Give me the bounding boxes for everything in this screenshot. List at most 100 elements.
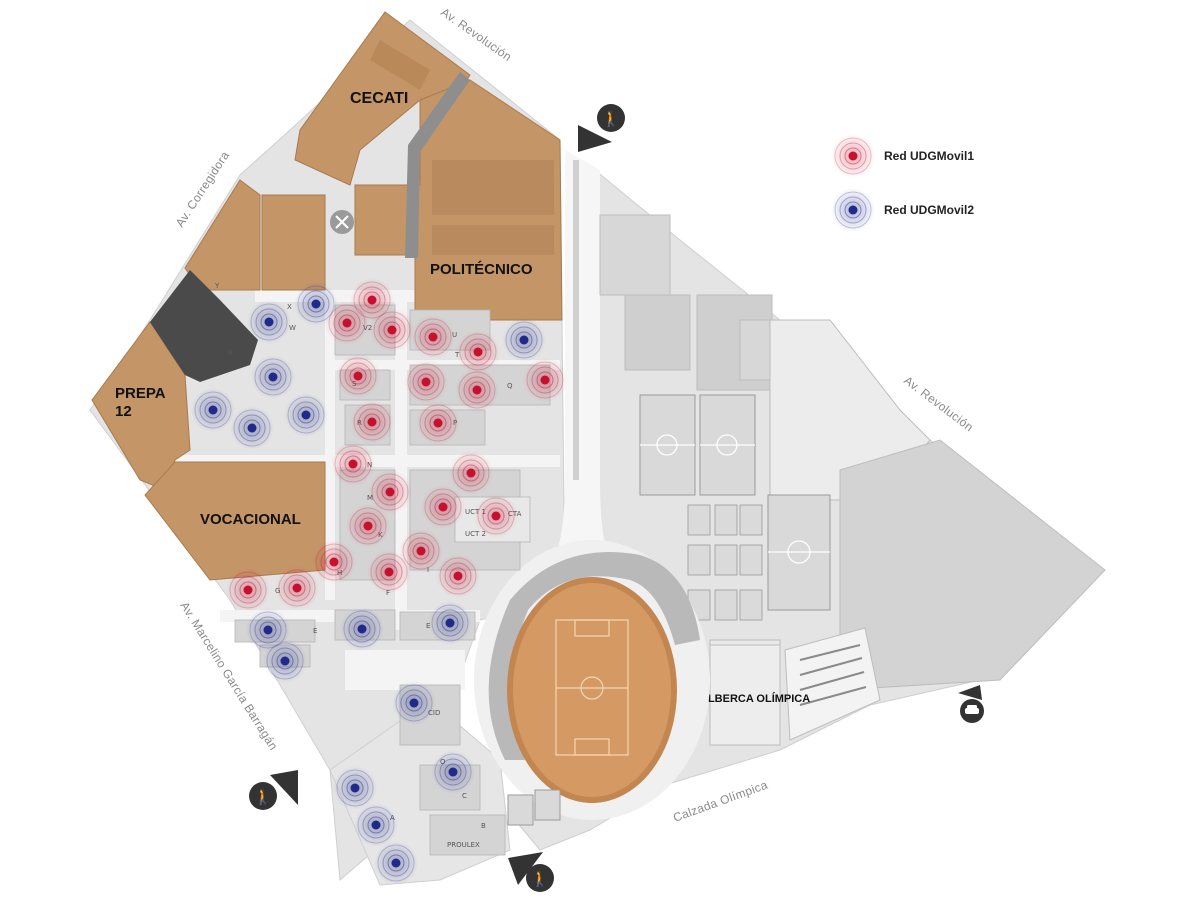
wifi-icon <box>416 546 426 556</box>
wifi-icon <box>264 317 274 327</box>
bldg-cid: CID <box>428 709 440 717</box>
wifi-hotspot <box>331 442 375 486</box>
politecnico-label: POLITÉCNICO <box>430 261 533 278</box>
wifi-icon <box>540 375 550 385</box>
wifi-icon <box>385 487 395 497</box>
wifi-icon <box>384 567 394 577</box>
wifi-icon <box>280 656 290 666</box>
wifi-hotspot <box>392 681 436 725</box>
bldg-x: X <box>287 303 292 311</box>
wifi-icon <box>453 571 463 581</box>
wifi-hotspot <box>294 282 338 326</box>
legend: Red UDGMovil1 Red UDGMovil2 <box>831 134 974 232</box>
stadium <box>474 540 710 820</box>
wifi-icon <box>391 858 401 868</box>
wifi-hotspot <box>404 360 448 404</box>
wifi-hotspot <box>416 401 460 445</box>
bldg-b: B <box>228 349 233 357</box>
wifi-hotspot <box>431 750 475 794</box>
wifi-icon <box>448 767 458 777</box>
fork-knife-icon <box>330 210 354 234</box>
wifi-hotspot <box>226 568 270 612</box>
small-courts-bottom <box>507 789 561 826</box>
access-south: 🚶 <box>508 852 554 892</box>
wifi-hotspot <box>367 550 411 594</box>
walk-icon <box>249 782 277 810</box>
wifi-hotspot <box>340 607 384 651</box>
wifi-hotspot <box>346 504 390 548</box>
wifi-hotspot <box>230 406 274 450</box>
wifi-icon <box>350 783 360 793</box>
wifi-icon <box>445 618 455 628</box>
wifi-hotspot <box>247 300 291 344</box>
wifi-icon <box>466 468 476 478</box>
wifi-icon <box>472 385 482 395</box>
bldg-uct2: UCT 2 <box>465 530 486 538</box>
wifi-icon <box>371 820 381 830</box>
wifi-hotspot <box>284 393 328 437</box>
basketball-courts <box>687 504 763 621</box>
wifi-hotspot <box>275 566 319 610</box>
street-calzada: Calzada Olímpica <box>671 778 769 825</box>
wifi-icon <box>421 377 431 387</box>
legend-network2-label: Red UDGMovil2 <box>884 203 974 217</box>
bldg-proulex: PROULEX <box>447 841 480 849</box>
wifi-hotspot <box>474 494 518 538</box>
wifi-hotspot <box>354 803 398 847</box>
wifi-icon <box>491 511 501 521</box>
walk-icon <box>597 104 625 132</box>
access-north: 🚶 <box>578 104 625 152</box>
wifi-icon <box>519 335 529 345</box>
wifi-hotspot <box>456 330 500 374</box>
wifi-icon <box>292 583 302 593</box>
wifi-hotspot <box>455 368 499 412</box>
wifi-hotspot <box>436 554 480 598</box>
dark-building <box>150 270 258 382</box>
svg-text:🚶: 🚶 <box>531 870 550 888</box>
wifi-icon <box>848 205 858 215</box>
cecati-zone: CECATI <box>294 11 471 186</box>
bldg-w: W <box>289 324 296 332</box>
wifi-icon <box>387 325 397 335</box>
prepa12-label-line1: PREPA <box>115 385 166 402</box>
wifi-icon <box>367 295 377 305</box>
wifi-icon <box>438 502 448 512</box>
bldg-e1: E <box>313 627 317 635</box>
bldg-y: Y <box>214 282 220 290</box>
wifi-icon <box>247 423 257 433</box>
soccer-fields <box>639 394 831 611</box>
wifi-hotspot <box>336 354 380 398</box>
wifi-icon <box>301 410 311 420</box>
prepa12-zone: PREPA 12 <box>91 321 191 491</box>
wifi-hotspot <box>333 766 377 810</box>
wifi-hotspot <box>374 841 418 885</box>
access-east-car <box>958 685 984 723</box>
bldg-q: Q <box>507 382 513 390</box>
wifi-hotspot <box>502 318 546 362</box>
wifi-icon <box>342 318 352 328</box>
wifi-icon <box>363 521 373 531</box>
prepa12-label-line2: 12 <box>115 403 132 420</box>
cecati-label: CECATI <box>350 90 408 107</box>
alberca-olimpica: ALBERCA OLÍMPICA <box>700 627 881 746</box>
bldg-b2: B <box>481 822 486 830</box>
walk-icon <box>526 864 554 892</box>
wifi-hotspot <box>312 540 356 584</box>
wifi-hotspot <box>449 451 493 495</box>
wifi-hotspots <box>191 278 567 885</box>
legend-network1-label: Red UDGMovil1 <box>884 149 974 163</box>
wifi-hotspot <box>399 529 443 573</box>
legend-item-network1: Red UDGMovil1 <box>831 134 974 178</box>
svg-text:🚶: 🚶 <box>254 788 273 806</box>
wifi-icon <box>311 299 321 309</box>
wifi-icon <box>848 151 858 161</box>
wifi-hotspot <box>251 355 295 399</box>
wifi-hotspot <box>411 315 455 359</box>
wifi-icon <box>268 372 278 382</box>
wifi-icon <box>329 557 339 567</box>
wifi-icon <box>357 624 367 634</box>
wifi-icon <box>348 459 358 469</box>
corregidora-tan-block <box>184 179 326 291</box>
vocacional-label: VOCACIONAL <box>200 511 301 528</box>
